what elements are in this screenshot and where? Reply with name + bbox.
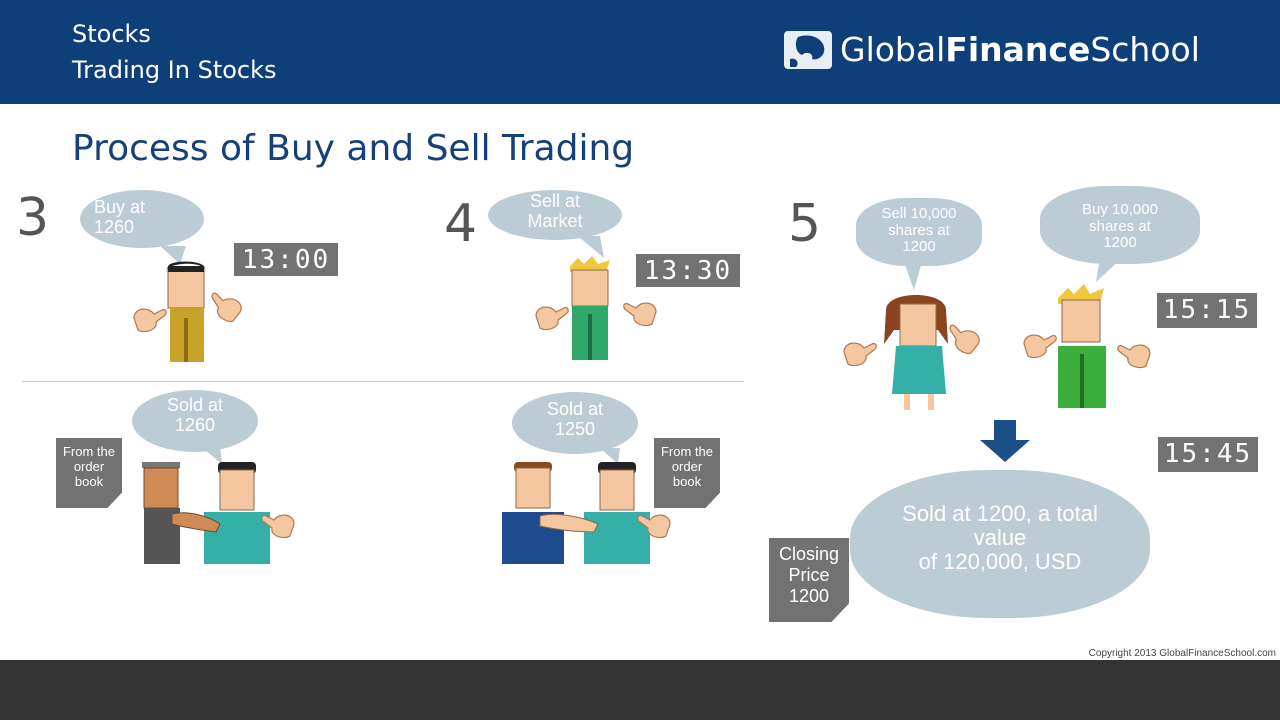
speech-bubble-buy: Buy at 1260 <box>80 190 204 248</box>
bubble-tail <box>578 236 604 258</box>
header-bar: Stocks Trading In Stocks GlobalFinanceSc… <box>0 0 1280 104</box>
seller-person-icon <box>535 256 657 360</box>
woman-seller-icon <box>843 295 983 410</box>
speech-bubble-sold-1250: Sold at 1250 <box>512 392 638 454</box>
note-line: Price <box>788 565 830 585</box>
cloud-line: Sold at 1200, a total <box>902 501 1098 526</box>
logo-part-school: School <box>1090 30 1200 69</box>
note-line: order <box>671 459 703 474</box>
bubble-line: 1260 <box>94 216 135 237</box>
bubble-tail <box>904 262 922 290</box>
cloud-result-sold: Sold at 1200, a total value of 120,000, … <box>850 470 1150 618</box>
bubble-line: Buy at <box>94 197 146 217</box>
cloud-bubble-buy-order: Buy 10,000 shares at 1200 <box>1040 186 1200 264</box>
note-line: 1200 <box>788 586 830 606</box>
note-line: Closing <box>778 544 840 564</box>
slide-title: Process of Buy and Sell Trading <box>72 128 635 169</box>
footer-bar <box>0 660 1280 720</box>
cloud-line: value <box>973 525 1027 551</box>
note-line: order <box>73 459 105 474</box>
bubble-line: shares at <box>888 221 950 239</box>
speech-bubble-sell: Sell at Market <box>488 190 622 240</box>
cloud-line: of 120,000, USD <box>918 549 1082 575</box>
bubble-tail <box>600 448 620 464</box>
clock-display-1300: 13:00 <box>234 243 338 276</box>
speech-bubble-sold-1260: Sold at 1260 <box>132 390 258 452</box>
header-subtopic: Trading In Stocks <box>72 56 277 84</box>
bubble-line: 1260 <box>174 414 216 435</box>
bubble-line: shares at <box>1089 217 1151 235</box>
bubble-tail <box>1096 258 1122 282</box>
bubble-line: 1200 <box>1103 234 1137 251</box>
clock-display-1545: 15:45 <box>1158 437 1258 472</box>
handshake-traders-icon <box>142 462 295 564</box>
bubble-line: Buy 10,000 <box>1082 201 1158 218</box>
bubble-tail <box>160 246 186 264</box>
clock-display-1515: 15:15 <box>1157 293 1257 328</box>
note-line: From the <box>62 444 115 459</box>
bubble-line: 1250 <box>554 418 596 439</box>
order-book-note: From the order book <box>654 438 720 508</box>
step-number-4: 4 <box>444 194 478 254</box>
bubble-line: 1200 <box>902 238 936 255</box>
bubble-line: Sell 10,000 <box>881 205 957 222</box>
bubble-line: Sell at <box>529 191 581 211</box>
copyright-text: Copyright 2013 GlobalFinanceSchool.com <box>1088 648 1276 659</box>
globe-logo-icon <box>784 31 832 69</box>
logo-part-global: Global <box>840 30 946 69</box>
bubble-line: Market <box>527 210 583 231</box>
bubble-line: Sold at <box>546 399 604 419</box>
cloud-bubble-sell-order: Sell 10,000 shares at 1200 <box>856 198 982 266</box>
brand-logo-text: GlobalFinanceSchool <box>840 30 1200 69</box>
handshake-traders-icon <box>502 462 671 564</box>
header-topic: Stocks <box>72 20 151 48</box>
order-book-note: From the order book <box>56 438 122 508</box>
section-divider <box>22 381 744 382</box>
note-line: book <box>74 474 104 489</box>
down-arrow-icon <box>980 420 1030 462</box>
buyer-person-icon <box>133 261 245 362</box>
bubble-line: Sold at <box>166 395 224 415</box>
man-buyer-icon <box>1023 284 1151 408</box>
step-number-3: 3 <box>16 188 50 248</box>
step-number-5: 5 <box>788 194 822 254</box>
closing-price-note: Closing Price 1200 <box>769 538 849 622</box>
clock-display-1330: 13:30 <box>636 254 740 287</box>
note-line: From the <box>660 444 713 459</box>
bubble-tail <box>200 446 222 464</box>
logo-part-finance: Finance <box>945 30 1091 69</box>
note-line: book <box>672 474 702 489</box>
